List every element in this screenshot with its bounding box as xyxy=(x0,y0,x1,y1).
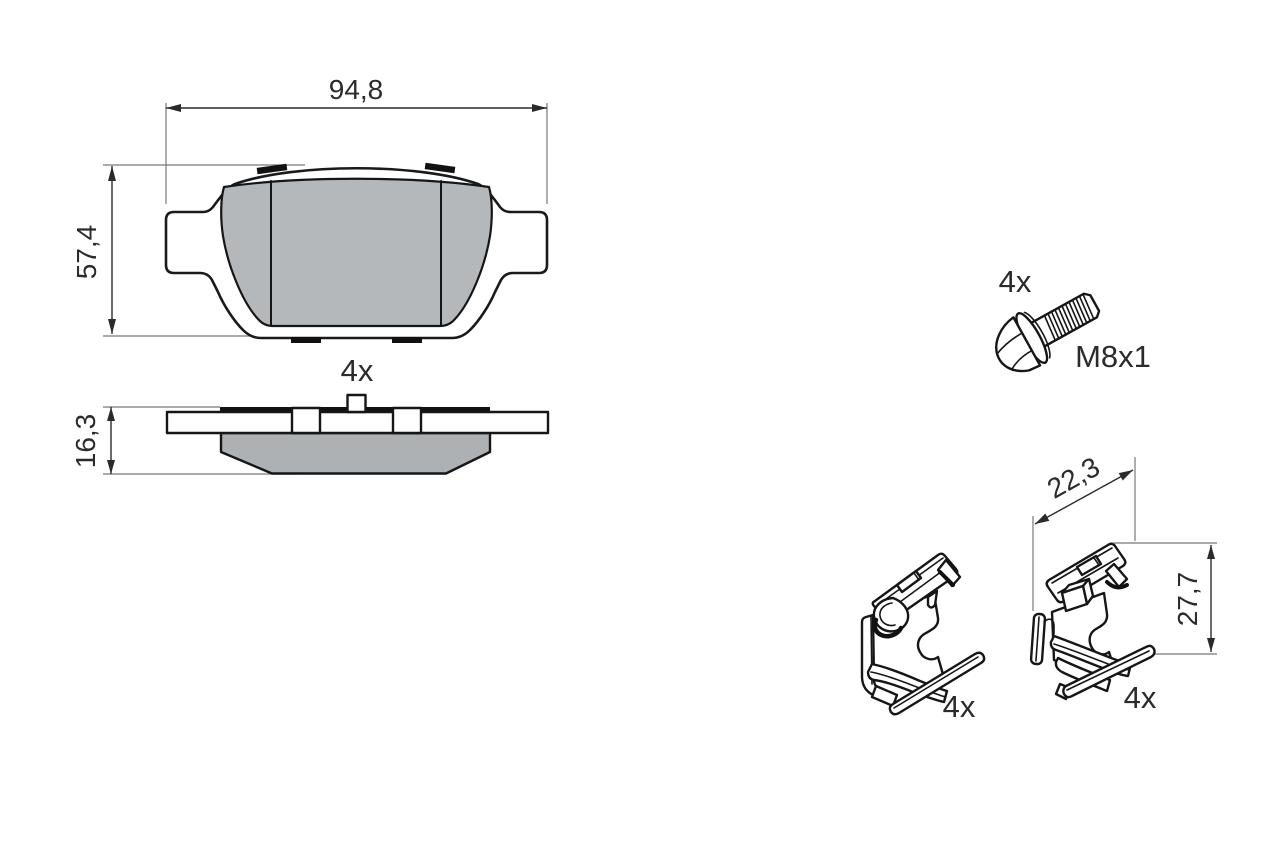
bolt-quantity-label: 4x xyxy=(999,264,1032,299)
arrowhead-left xyxy=(1035,513,1050,524)
brake-pad-side-view: 16,3 xyxy=(70,393,550,475)
clip-height-value: 27,7 xyxy=(1172,572,1203,627)
arrowhead-right xyxy=(1118,470,1133,481)
clip-right-quantity-label: 4x xyxy=(1124,680,1157,715)
dimension-pad-height: 57,4 xyxy=(71,166,116,334)
top-lug-left xyxy=(256,163,288,175)
clip-width-value: 22,3 xyxy=(1042,451,1105,505)
clip-left-quantity-label: 4x xyxy=(943,689,976,724)
pad-quantity-label: 4x xyxy=(341,353,374,388)
accessory-clip-left: 4x xyxy=(860,552,986,724)
friction-material-front xyxy=(220,177,493,328)
friction-material-side xyxy=(219,431,492,475)
clip-left-slot xyxy=(895,569,923,594)
clip-left-curl-shadow xyxy=(872,617,904,639)
clip-right-connector xyxy=(1043,618,1055,635)
pad-thickness-value: 16,3 xyxy=(70,414,101,469)
clip-right-rail-line xyxy=(1066,650,1150,691)
dimension-clip-height: 27,7 xyxy=(1113,542,1217,655)
pad-width-value: 94,8 xyxy=(329,74,384,105)
clip-right-pin-edge xyxy=(1035,616,1040,662)
bottom-lug-right xyxy=(392,337,422,343)
pad-height-value: 57,4 xyxy=(71,225,102,280)
bottom-lug-left xyxy=(291,337,321,343)
clip-left-slot-divider xyxy=(913,572,920,581)
clip-right-lip-shadow xyxy=(1105,580,1129,590)
clip-right-slot-divider xyxy=(1093,557,1100,566)
arrowhead-bottom xyxy=(107,460,115,474)
bolt-flange-edge xyxy=(1023,311,1051,359)
clip-left-curl xyxy=(872,596,910,633)
bolt-threads xyxy=(1043,293,1095,341)
arrowhead-top xyxy=(1207,545,1215,559)
clip-left-curl-inner xyxy=(879,602,896,627)
bolt-head-facet-lower xyxy=(1010,349,1033,371)
arrowhead-top xyxy=(107,407,115,421)
brake-pad-front-view: 94,8 57,4 4x xyxy=(71,74,549,388)
arrowhead-right xyxy=(532,104,547,112)
dim-line xyxy=(1034,469,1134,525)
center-tab xyxy=(346,393,367,414)
bolt-head-facet-upper xyxy=(996,332,1023,355)
mounting-bolt: 4x M8x1 xyxy=(995,264,1151,374)
clip-right-box-bump xyxy=(1060,577,1095,613)
dimension-pad-thickness: 16,3 xyxy=(70,407,115,474)
arrowhead-left xyxy=(166,104,181,112)
accessory-clip-right: 4x 22,3 27,7 xyxy=(1029,451,1217,715)
side-lug-left xyxy=(290,406,322,435)
clip-left-lip-shadow xyxy=(938,570,955,587)
bolt-thread-label: M8x1 xyxy=(1075,339,1151,374)
side-lug-right xyxy=(391,406,423,435)
clip-right-pin xyxy=(1029,612,1047,666)
clip-left-rail-line xyxy=(893,656,979,709)
bolt-body xyxy=(995,292,1101,373)
box-front xyxy=(1060,584,1089,613)
arrowhead-bottom xyxy=(108,319,116,334)
arrowhead-bottom xyxy=(1207,638,1215,652)
dimension-pad-width: 94,8 xyxy=(166,74,547,112)
clip-left-tab xyxy=(926,589,939,609)
top-lug-right xyxy=(424,162,456,174)
arrowhead-top xyxy=(108,166,116,181)
backing-plate-side xyxy=(165,410,550,435)
